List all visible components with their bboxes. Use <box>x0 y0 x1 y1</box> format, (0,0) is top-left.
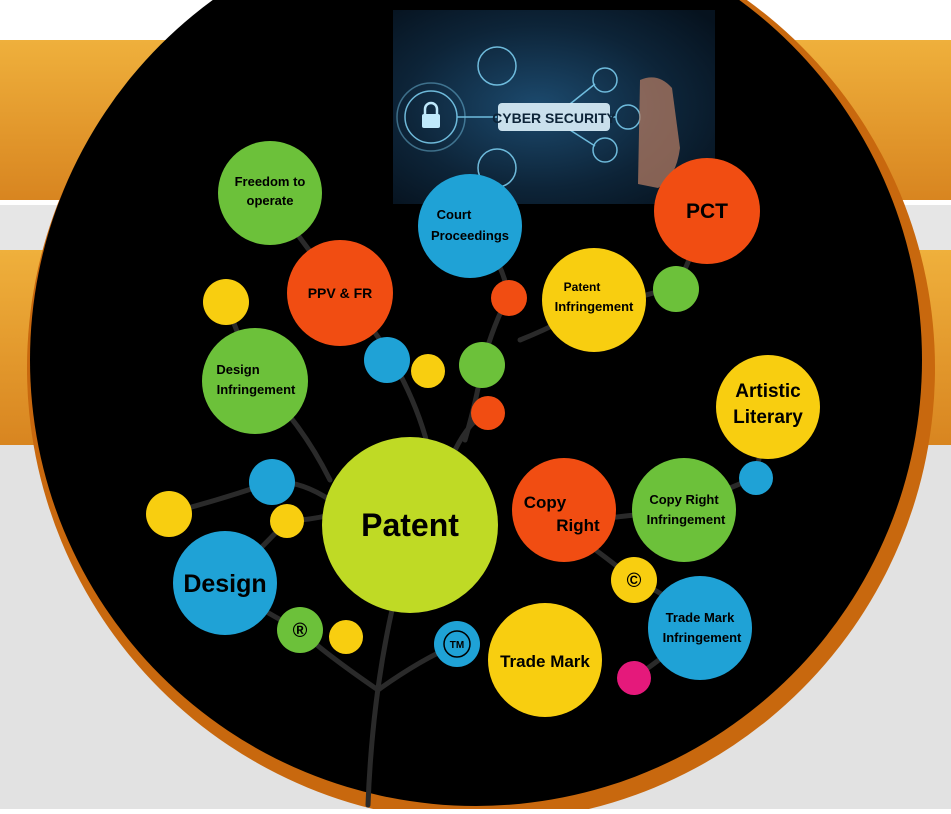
small-circle-yellow <box>203 279 249 325</box>
copyright-symbol: © <box>627 570 642 592</box>
node-copy-right: Copy Right <box>512 458 616 562</box>
svg-text:Patent: Patent <box>564 280 601 294</box>
small-circle-yellow <box>329 620 363 654</box>
small-circle-green <box>653 266 699 312</box>
cyber-security-label: CYBER SECURITY <box>492 110 616 126</box>
svg-text:Court: Court <box>437 207 472 222</box>
svg-text:operate: operate <box>247 193 294 208</box>
svg-text:Proceedings: Proceedings <box>431 228 509 243</box>
node-trade-mark-infringement: Trade Mark Infringement <box>648 576 752 680</box>
node-design-infringement: Design Infringement <box>202 328 308 434</box>
small-circle-blue <box>249 459 295 505</box>
small-circles <box>146 266 773 695</box>
svg-text:Literary: Literary <box>733 407 803 428</box>
svg-text:Infringement: Infringement <box>663 630 742 645</box>
node-patent-infringement: Patent Infringement <box>542 248 646 352</box>
trademark-symbol: TM <box>450 640 464 651</box>
svg-text:Infringement: Infringement <box>217 382 296 397</box>
small-circle-blue <box>364 337 410 383</box>
hand-pointer <box>638 77 680 188</box>
node-patent: Patent <box>322 437 498 613</box>
cyber-security-image: CYBER SECURITY <box>393 10 715 204</box>
svg-text:Freedom to: Freedom to <box>235 174 306 189</box>
node-court-proceedings: Court Proceedings <box>418 174 522 278</box>
svg-text:Copy Right: Copy Right <box>649 492 719 507</box>
small-circle-green <box>459 342 505 388</box>
svg-text:PPV & FR: PPV & FR <box>308 285 373 301</box>
svg-text:Patent: Patent <box>361 507 459 543</box>
small-circle-yellow <box>411 354 445 388</box>
svg-text:Infringement: Infringement <box>555 299 634 314</box>
small-circle-blue <box>739 461 773 495</box>
lock-icon <box>422 101 440 128</box>
svg-text:PCT: PCT <box>686 200 728 223</box>
svg-text:Design: Design <box>216 362 259 377</box>
svg-text:Copy: Copy <box>524 493 567 512</box>
small-circle-yellow <box>146 491 192 537</box>
small-circle-pink <box>617 661 651 695</box>
copyright-symbol-node: © <box>611 557 657 603</box>
registered-symbol: ® <box>293 620 308 642</box>
svg-text:Right: Right <box>556 516 600 535</box>
node-pct: PCT <box>654 158 760 264</box>
node-copy-right-infringement: Copy Right Infringement <box>632 458 736 562</box>
node-artistic-literary: Artistic Literary <box>716 355 820 459</box>
svg-text:Artistic: Artistic <box>735 381 801 402</box>
node-ppv-fr: PPV & FR <box>287 240 393 346</box>
small-circle-red <box>471 396 505 430</box>
svg-text:Trade Mark: Trade Mark <box>666 610 735 625</box>
node-freedom-to-operate: Freedom to operate <box>218 141 322 245</box>
svg-text:Infringement: Infringement <box>647 512 726 527</box>
svg-text:Trade Mark: Trade Mark <box>500 652 590 671</box>
registered-symbol-node: ® <box>277 607 323 653</box>
small-circle-red <box>491 280 527 316</box>
trademark-symbol-node: TM <box>434 621 480 667</box>
node-design: Design <box>173 531 277 635</box>
svg-text:Design: Design <box>183 570 266 598</box>
node-trade-mark: Trade Mark <box>488 603 602 717</box>
small-circle-yellow <box>270 504 304 538</box>
